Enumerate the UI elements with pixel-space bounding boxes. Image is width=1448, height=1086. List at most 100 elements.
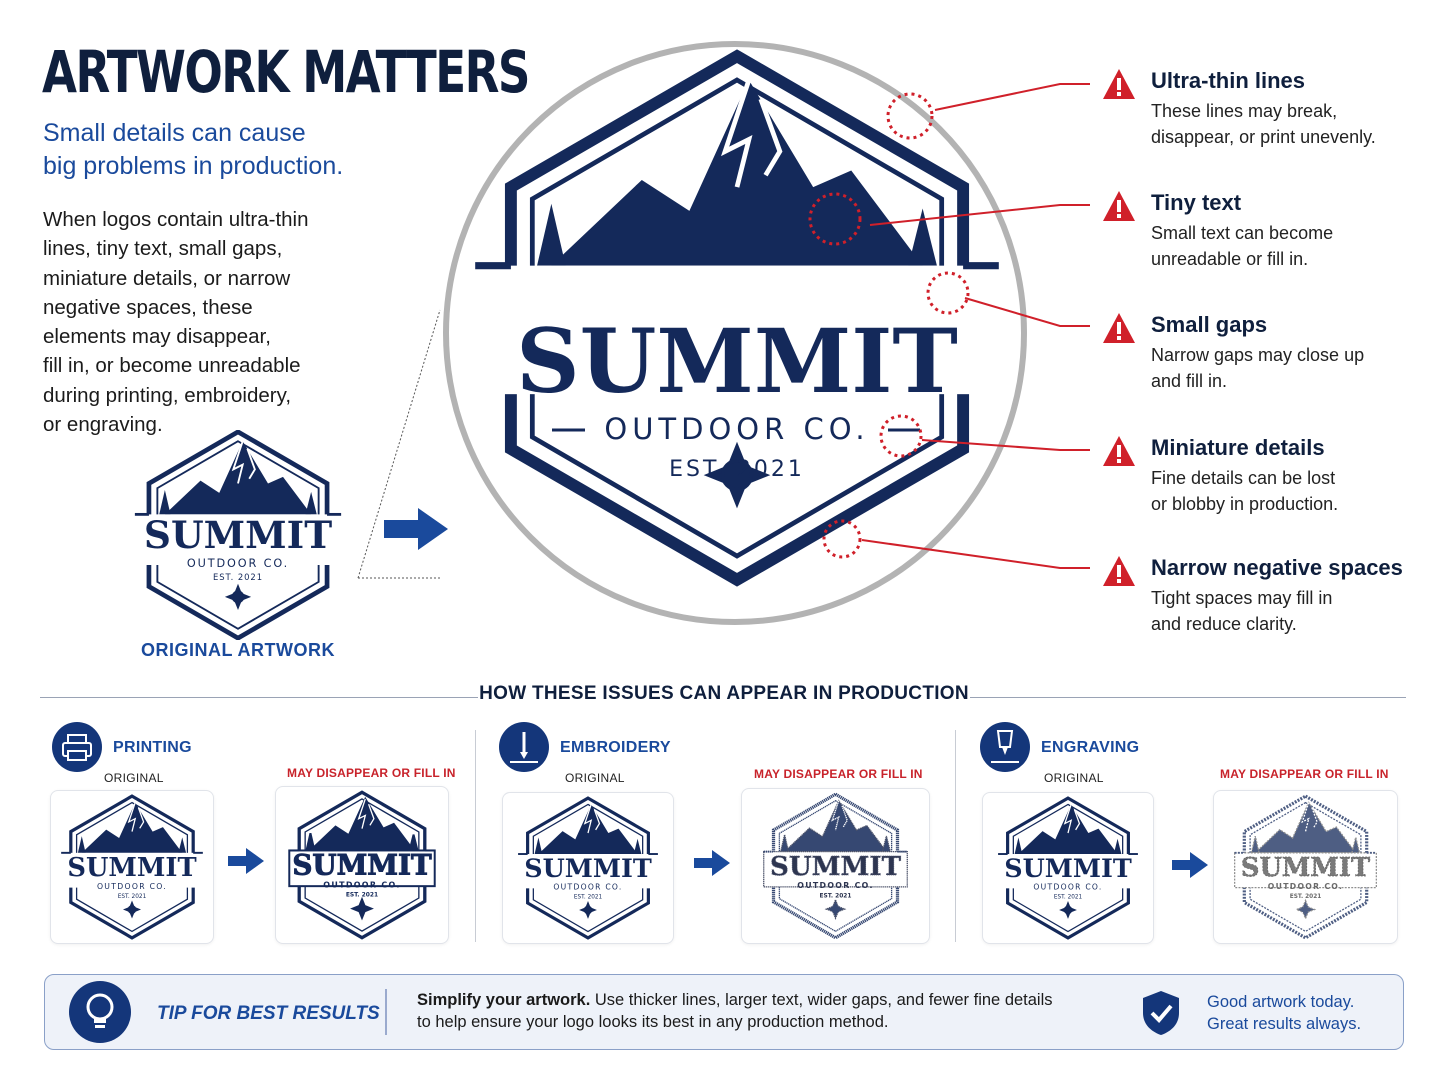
- tip-divider: [385, 989, 387, 1035]
- callout-title: Ultra-thin lines: [1151, 68, 1306, 93]
- intro-line: during printing, embroidery,: [43, 383, 292, 407]
- original-label: ORIGINAL: [565, 771, 625, 785]
- intro-line: elements may disappear,: [43, 325, 271, 349]
- logo-established: EST. 2021: [1054, 895, 1083, 901]
- warning-icon: [1103, 436, 1135, 466]
- zoomed-logo-established: EST. 2021: [669, 457, 805, 482]
- logo-tagline: OUTDOOR CO.: [323, 880, 400, 889]
- logo-tagline: OUTDOOR CO.: [797, 881, 873, 890]
- callout-description: Narrow gaps may close up and fill in.: [1151, 342, 1411, 394]
- subtitle-line: Small details can cause: [43, 119, 306, 147]
- callout-description-line: and reduce clarity.: [1151, 614, 1297, 634]
- problem-label: MAY DISAPPEAR OR FILL IN: [754, 767, 923, 781]
- tip-slogan-line: Good artwork today.: [1207, 993, 1355, 1011]
- intro-line: When logos contain ultra-thin: [43, 208, 309, 231]
- logo-thumbnail: SUMMIT OUTDOOR CO. EST. 2021: [1233, 794, 1378, 940]
- logo-name: SUMMIT: [770, 851, 902, 882]
- callout-description: These lines may break, disappear, or pri…: [1151, 98, 1411, 150]
- method-label-embroidery: EMBROIDERY: [560, 739, 671, 756]
- marker-miniature-details: [879, 414, 923, 458]
- tip-text-rest: Use thicker lines, larger text, wider ga…: [590, 991, 1053, 1009]
- column-divider: [955, 730, 956, 942]
- arrow-right-icon: [1172, 852, 1208, 878]
- logo-thumbnail: SUMMIT OUTDOOR CO. EST. 2021: [516, 796, 660, 940]
- engraving-degraded-tile: SUMMIT OUTDOOR CO. EST. 2021: [1213, 790, 1398, 944]
- page-subtitle: Small details can cause big problems in …: [43, 117, 403, 183]
- logo-established: EST. 2021: [118, 894, 147, 900]
- logo-name: SUMMIT: [144, 513, 332, 557]
- logo-tagline: OUTDOOR CO.: [97, 882, 167, 891]
- printing-original-tile: SUMMIT OUTDOOR CO. EST. 2021: [50, 790, 214, 944]
- tip-text-line: to help ensure your logo looks its best …: [417, 1013, 889, 1031]
- callout-description-line: Small text can become: [1151, 223, 1334, 243]
- callout-title: Tiny text: [1151, 190, 1242, 215]
- logo-name: SUMMIT: [524, 853, 652, 883]
- page-title: ARTWORK MATTERS: [42, 38, 530, 106]
- intro-line: fill in, or become unreadable: [43, 354, 301, 378]
- production-section-title: HOW THESE ISSUES CAN APPEAR IN PRODUCTIO…: [478, 683, 970, 705]
- zoom-guide-lines: [357, 309, 441, 579]
- warning-icon: [1103, 313, 1135, 343]
- zoomed-logo: SUMMIT OUTDOOR CO. EST. 2021: [443, 41, 1027, 625]
- callout-description-line: or blobby in production.: [1151, 494, 1339, 514]
- callout-description: Tight spaces may fill in and reduce clar…: [1151, 585, 1411, 637]
- callout-connectors: [861, 83, 1090, 569]
- tip-box: TIP FOR BEST RESULTS Simplify your artwo…: [44, 974, 1404, 1050]
- intro-paragraph: When logos contain ultra-thin lines, tin…: [43, 205, 353, 439]
- logo-name: SUMMIT: [1004, 853, 1132, 883]
- arrow-right-icon: [228, 848, 264, 874]
- zoomed-logo-tagline: OUTDOOR CO.: [604, 412, 869, 446]
- callout-description-line: Fine details can be lost: [1151, 468, 1336, 488]
- lightbulb-icon: [69, 981, 131, 1043]
- original-label: ORIGINAL: [1044, 771, 1104, 785]
- callout-title: Miniature details: [1151, 435, 1325, 460]
- warning-icon: [1103, 69, 1135, 99]
- arrow-right-icon: [694, 850, 730, 876]
- logo-established: EST. 2021: [346, 892, 378, 899]
- callout-description: Small text can become unreadable or fill…: [1151, 220, 1411, 272]
- logo-name: SUMMIT: [1241, 853, 1370, 883]
- callout-description-line: unreadable or fill in.: [1151, 249, 1309, 269]
- logo-thumbnail: SUMMIT OUTDOOR CO. EST. 2021: [762, 792, 909, 940]
- engraving-tool-icon: [980, 722, 1030, 772]
- marker-small-gaps: [926, 271, 970, 315]
- logo-tagline: OUTDOOR CO.: [1033, 883, 1102, 892]
- logo-name: SUMMIT: [67, 853, 196, 883]
- warning-icon: [1103, 191, 1135, 221]
- tip-slogan: Good artwork today. Great results always…: [1207, 991, 1397, 1035]
- callout-description-line: These lines may break,: [1151, 101, 1338, 121]
- marker-tiny-text: [808, 192, 862, 246]
- tip-slogan-line: Great results always.: [1207, 1015, 1362, 1033]
- logo-established: EST. 2021: [1290, 894, 1321, 900]
- logo-tagline: OUTDOOR CO.: [1268, 882, 1343, 891]
- shield-check-icon: [1139, 989, 1183, 1042]
- embroidery-degraded-tile: SUMMIT OUTDOOR CO. EST. 2021: [741, 788, 930, 944]
- intro-line: negative spaces, these: [43, 295, 253, 319]
- warning-icon: [1103, 556, 1135, 586]
- callout-title: Narrow negative spaces: [1151, 555, 1403, 580]
- callout-description-line: Narrow gaps may close up: [1151, 345, 1365, 365]
- subtitle-line: big problems in production.: [43, 152, 344, 180]
- engraving-original-tile: SUMMIT OUTDOOR CO. EST. 2021: [982, 792, 1154, 944]
- original-label: ORIGINAL: [104, 771, 164, 785]
- callout-description-line: disappear, or print unevenly.: [1151, 127, 1376, 147]
- logo-name: SUMMIT: [292, 848, 432, 881]
- callout-description-line: Tight spaces may fill in: [1151, 588, 1333, 608]
- column-divider: [475, 730, 476, 942]
- printer-icon: [52, 722, 102, 772]
- embroidery-original-tile: SUMMIT OUTDOOR CO. EST. 2021: [502, 792, 674, 944]
- printing-degraded-tile: SUMMIT OUTDOOR CO. EST. 2021: [275, 786, 449, 944]
- problem-label: MAY DISAPPEAR OR FILL IN: [1220, 767, 1389, 781]
- tip-title: TIP FOR BEST RESULTS: [157, 1003, 380, 1024]
- callout-title: Small gaps: [1151, 312, 1268, 337]
- logo-tagline: OUTDOOR CO.: [553, 883, 622, 892]
- original-artwork-logo: SUMMIT OUTDOOR CO. EST. 2021: [120, 430, 356, 640]
- logo-tagline: OUTDOOR CO.: [187, 557, 289, 570]
- zoomed-logo-name: SUMMIT: [516, 309, 958, 413]
- callout-description: Fine details can be lost or blobby in pr…: [1151, 465, 1411, 517]
- arrow-right-icon: [384, 508, 448, 550]
- method-label-engraving: ENGRAVING: [1041, 739, 1140, 756]
- logo-thumbnail: SUMMIT OUTDOOR CO. EST. 2021: [287, 790, 437, 940]
- method-label-printing: PRINTING: [113, 739, 192, 756]
- marker-narrow-negative-spaces: [822, 519, 862, 559]
